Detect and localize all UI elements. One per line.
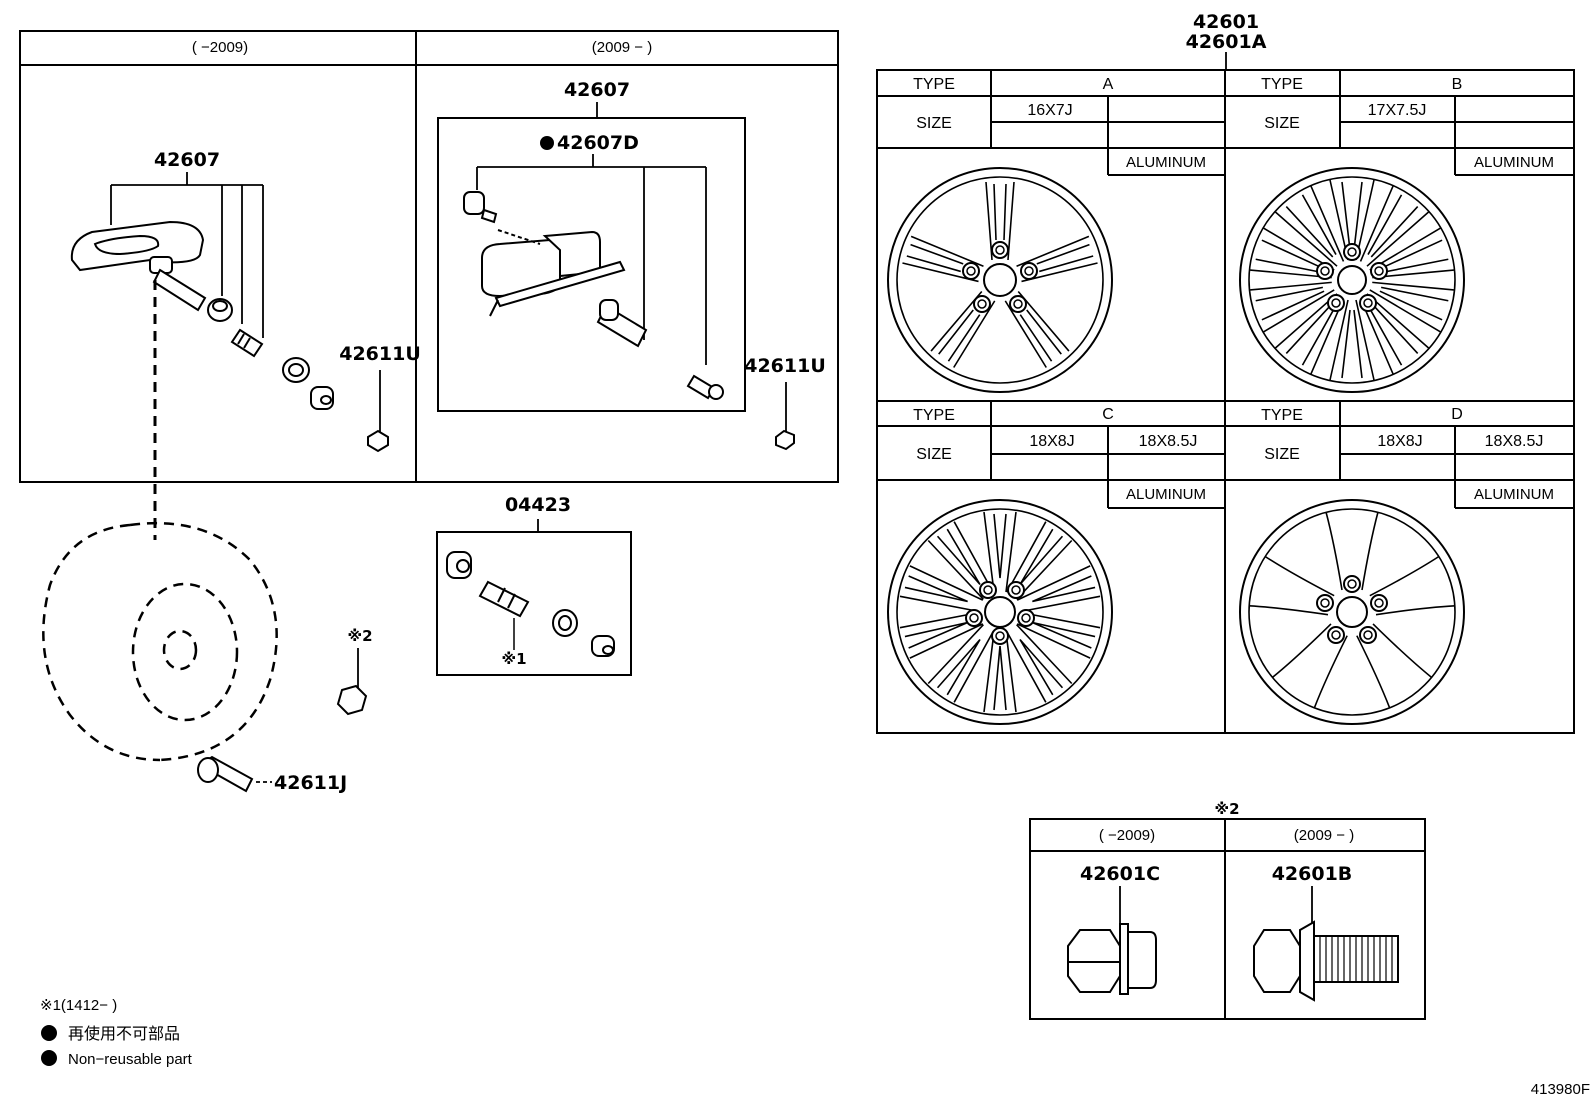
valve-nut-icon-left [367,429,389,453]
wheel-part-number-2: 42601A [1186,31,1267,53]
leader-lines-right [476,154,707,365]
size-value-c-1: 18X8J [1029,433,1074,450]
diagram-code: 413980F [1531,1081,1590,1098]
size-label-b: SIZE [1264,115,1300,132]
nut-table-title: ※2 [1214,800,1239,818]
kit-box [436,531,632,676]
valve-nut-icon-right [775,429,795,451]
type-value-d: D [1451,406,1463,423]
part-number-42607-right: 42607 [564,79,630,101]
part-number-42607D: 42607D [557,132,639,154]
size-value-b-1: 17X7.5J [1368,102,1427,119]
size-label-a: SIZE [916,115,952,132]
tpms-right-header: (2009 − ) [592,39,652,56]
non-reusable-dot-icon [540,136,554,150]
wheel-part-number-1: 42601 [1193,11,1259,33]
legend-en-text: Non−reusable part [68,1051,193,1068]
wheel-illustration-c [887,499,1113,725]
legend-jp-text: 再使用不可部品 [68,1025,180,1043]
type-value-b: B [1452,76,1463,93]
lug-nut-icon [336,684,368,716]
nut-table-grid [1029,818,1426,1020]
valve-stem-icon [197,755,254,793]
legend-dot-icon-en [41,1050,57,1066]
wheel-illustration-b [1239,167,1465,393]
wheel-illustration-a [887,167,1113,393]
part-number-04423: 04423 [505,494,571,516]
tire-illustration [42,521,278,762]
type-label-a: TYPE [913,76,955,93]
size-value-d-1: 18X8J [1377,433,1422,450]
material-d: ALUMINUM [1474,486,1554,503]
material-a: ALUMINUM [1126,154,1206,171]
kit-parts [446,551,615,657]
size-value-d-2: 18X8.5J [1485,433,1544,450]
lug-bolt-icon [1253,920,1399,1002]
legend-note-1: ※1(1412− ) [40,997,117,1014]
part-number-42611J: 42611J [274,772,347,794]
tpms-sensor-left [70,220,207,312]
size-label-d: SIZE [1264,446,1300,463]
size-label-c: SIZE [916,446,952,463]
type-label-d: TYPE [1261,407,1303,424]
wheel-illustration-d [1239,499,1465,725]
material-c: ALUMINUM [1126,486,1206,503]
type-value-a: A [1103,76,1114,93]
nut-right-header: (2009 − ) [1294,827,1354,844]
tpms-box [19,30,839,483]
part-number-42611U-right: 42611U [744,355,826,377]
wheel-table-grid [876,69,1575,734]
type-label-b: TYPE [1261,76,1303,93]
part-number-42607-left: 42607 [154,149,220,171]
legend-dot-icon-jp [41,1025,57,1041]
tpms-sensor-right [463,191,724,400]
valve-parts-left [207,298,334,410]
type-value-c: C [1102,406,1114,423]
kit-note-mark: ※1 [501,650,526,668]
cap-nut-icon [1067,923,1157,995]
note-mark-2-label: ※2 [347,627,372,645]
size-value-c-2: 18X8.5J [1139,433,1198,450]
nut-left-header: ( −2009) [1099,827,1155,844]
tpms-left-header: ( −2009) [192,39,248,56]
size-value-a-1: 16X7J [1027,102,1072,119]
leader-lines-left [110,172,264,338]
material-b: ALUMINUM [1474,154,1554,171]
part-number-42601C: 42601C [1080,863,1160,885]
type-label-c: TYPE [913,407,955,424]
part-number-42601B: 42601B [1272,863,1353,885]
part-number-42611U-left: 42611U [339,343,421,365]
